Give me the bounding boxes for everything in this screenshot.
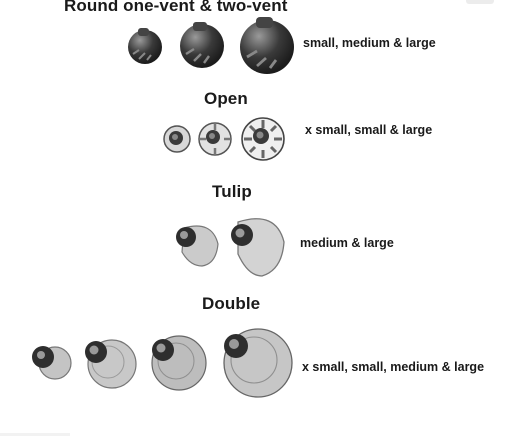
open-dome-small	[198, 122, 232, 156]
double-dome-xsmall	[32, 346, 72, 380]
double-dome-large	[223, 328, 293, 398]
open-sizes-caption: x small, small & large	[305, 123, 433, 137]
open-dome-large	[241, 117, 285, 161]
round-dome-large	[240, 17, 294, 74]
section-title-tulip: Tulip	[212, 182, 252, 201]
double-dome-small	[85, 339, 137, 389]
round-sizes-caption: small, medium & large	[303, 36, 436, 50]
tulip-dome-medium	[176, 225, 219, 267]
corner-tab	[466, 0, 494, 4]
tulip-dome-large	[231, 218, 285, 277]
open-dome-xsmall	[163, 125, 191, 153]
section-title-round: Round one-vent & two-vent	[64, 0, 288, 15]
section-title-open: Open	[204, 89, 248, 108]
round-dome-medium	[180, 22, 224, 68]
section-title-double: Double	[202, 294, 261, 313]
double-dome-medium	[151, 335, 207, 391]
tulip-sizes-caption: medium & large	[300, 236, 394, 250]
round-dome-small	[128, 28, 162, 64]
bottom-strip	[0, 433, 70, 436]
double-sizes-caption: x small, small, medium & large	[302, 360, 485, 374]
